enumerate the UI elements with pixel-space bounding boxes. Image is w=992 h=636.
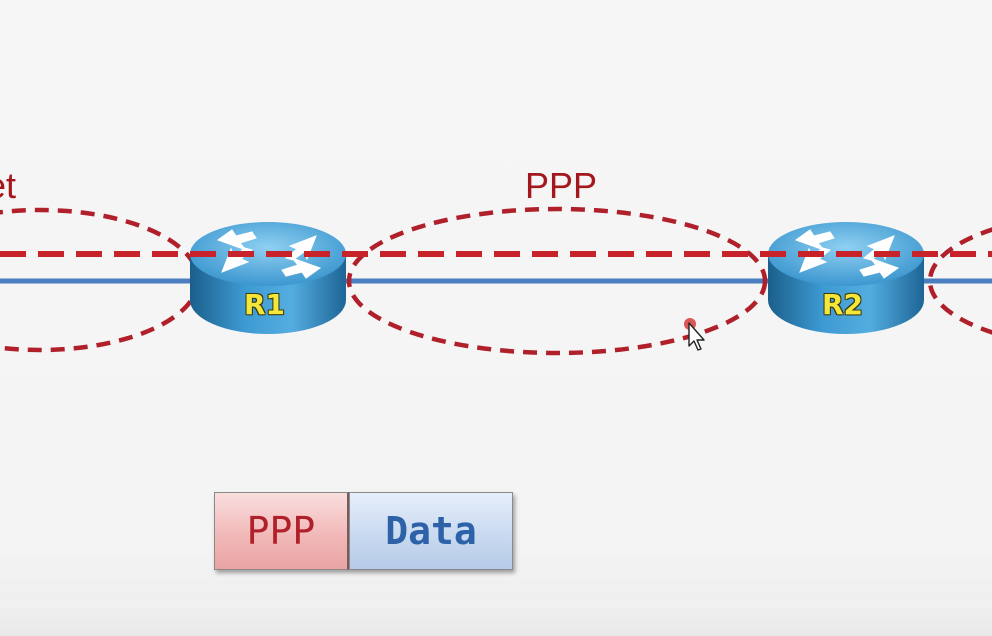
- frame-header-ppp: PPP: [214, 492, 349, 570]
- ppp-frame: PPP Data: [214, 492, 513, 570]
- mouse-pointer-icon: [684, 318, 705, 351]
- ppp-link-label: PPP: [525, 165, 598, 206]
- bottom-bar: [0, 600, 992, 636]
- router-r1-label: R1: [244, 288, 286, 321]
- frame-payload-data: Data: [349, 492, 513, 570]
- router-r2-icon: [768, 222, 924, 334]
- left-link-label-partial: et: [0, 165, 17, 206]
- ppp-session-outline: [346, 206, 768, 356]
- router-r2-label: R2: [822, 288, 864, 321]
